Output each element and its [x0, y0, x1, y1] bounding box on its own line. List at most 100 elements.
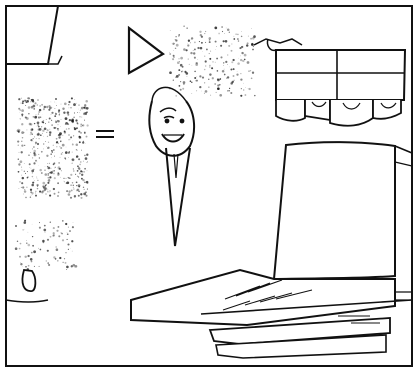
speckle-dot	[48, 122, 49, 123]
speckle-dot	[86, 154, 88, 156]
speckle-dot	[47, 191, 48, 192]
speckle-dot	[79, 164, 81, 166]
speckle-dot	[33, 116, 34, 117]
speckle-dot	[199, 86, 201, 88]
speckle-dot	[237, 34, 239, 36]
speckle-dot	[78, 104, 80, 106]
speckle-dot	[21, 98, 22, 99]
speckle-dot	[224, 33, 225, 34]
speckle-dot	[237, 71, 238, 72]
speckle-dot	[67, 114, 69, 116]
speckle-dot	[180, 64, 183, 67]
speckle-dot	[231, 50, 233, 52]
speckle-dot	[81, 107, 84, 110]
speckle-dot	[86, 111, 88, 113]
speckle-dot	[204, 69, 206, 71]
speckle-dot	[21, 167, 22, 168]
speckle-dot	[58, 130, 59, 131]
speckle-dot	[194, 48, 196, 50]
speckle-dot	[209, 37, 212, 40]
speckle-dot	[39, 227, 41, 229]
speckle-dot	[49, 129, 50, 130]
speckle-dot	[80, 161, 81, 162]
speckle-dot	[217, 79, 220, 82]
speckle-dot	[196, 62, 198, 64]
speckle-dot	[33, 146, 35, 148]
speckle-dot	[57, 195, 59, 197]
speckle-dot	[61, 104, 62, 105]
speckle-dot	[64, 258, 65, 259]
speckle-dot	[236, 73, 238, 75]
speckle-dot	[191, 39, 192, 40]
speckle-dot	[72, 226, 74, 228]
speckle-dot	[66, 147, 67, 148]
speckle-dot	[29, 167, 30, 168]
speckle-dot	[49, 195, 51, 197]
speckle-dot	[68, 177, 70, 179]
speckle-dot	[216, 49, 217, 50]
speckle-dot	[47, 189, 48, 190]
speckle-dot	[248, 36, 249, 37]
speckle-dot	[46, 132, 47, 133]
speckle-dot	[20, 243, 22, 245]
speckle-dot	[78, 195, 80, 197]
speckle-dot	[223, 40, 225, 42]
speckle-dot	[73, 188, 74, 189]
speckle-dot	[20, 262, 21, 263]
speckle-dot	[240, 95, 242, 97]
speckle-dot	[224, 74, 226, 76]
speckle-dot	[219, 94, 222, 97]
speckle-dot	[183, 81, 186, 84]
speckle-dot	[180, 89, 182, 91]
speckle-dot	[53, 149, 55, 151]
speckle-dot	[22, 125, 23, 126]
speckle-dot	[70, 136, 72, 138]
speckle-dot	[64, 157, 66, 159]
speckle-dot	[200, 34, 202, 36]
speckle-dot	[30, 196, 31, 197]
speckle-dot	[51, 114, 52, 115]
speckle-dot	[28, 113, 29, 114]
laptop-icon	[131, 142, 412, 358]
speckle-dot	[70, 139, 71, 140]
speckle-dot	[36, 114, 37, 115]
speckle-dot	[49, 192, 50, 193]
speckle-dot	[38, 154, 39, 155]
speckle-dot	[66, 128, 67, 129]
speckle-dot	[19, 112, 20, 113]
speckle-dot	[54, 177, 56, 179]
speckle-dot	[84, 189, 85, 190]
speckle-dot	[240, 73, 241, 74]
speckle-dot	[26, 129, 27, 130]
speckle-dot	[42, 133, 43, 134]
speckle-dot	[30, 152, 31, 153]
speckle-dot	[76, 149, 77, 150]
speckle-dot	[37, 124, 38, 125]
speckle-dot	[65, 262, 67, 264]
speckle-dot	[56, 105, 57, 106]
speckle-dot	[245, 87, 246, 88]
speckle-dot	[33, 141, 34, 142]
speckle-dot	[72, 182, 73, 183]
speckle-dot	[39, 191, 41, 193]
speckle-dot	[209, 66, 211, 68]
speckle-dot	[187, 28, 188, 29]
speckle-dot	[73, 187, 74, 188]
speckle-dot	[59, 257, 61, 259]
speckle-dot	[30, 134, 31, 135]
speckle-dot	[74, 112, 75, 113]
speckle-dot	[18, 98, 20, 100]
speckle-dot	[216, 92, 217, 93]
speckle-dot	[204, 82, 205, 83]
speckle-dot	[180, 57, 183, 60]
speckle-dot	[187, 44, 189, 46]
speckle-dot	[194, 71, 196, 73]
speckle-dot	[19, 188, 20, 189]
speckle-dot	[81, 178, 83, 180]
speckle-dot	[75, 196, 76, 197]
speckle-dot	[55, 113, 57, 115]
speckle-dot	[191, 82, 192, 83]
speckle-dot	[205, 31, 206, 32]
speckle-dot	[78, 184, 81, 187]
speckle-dot	[241, 52, 243, 54]
